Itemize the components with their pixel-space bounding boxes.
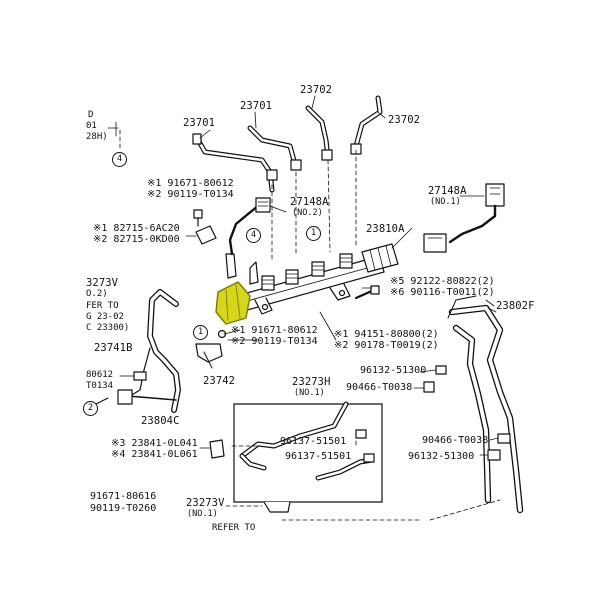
- label-27148a-no2: 27148A: [290, 196, 329, 208]
- clamp-82715: [195, 225, 217, 245]
- fuel-hose-23741b: [129, 289, 181, 413]
- fuel-rail-23810a: [224, 243, 399, 315]
- box-23273h: [231, 401, 383, 503]
- fragment-bottom-refer-to: REFER TO: [212, 523, 256, 533]
- fragment-left-80612: 80612: [86, 370, 114, 380]
- hose-clips-right: [413, 365, 511, 461]
- guide-lines: [119, 129, 357, 263]
- label-23701-a: 23701: [240, 100, 273, 112]
- label-bolt-90119-t0134-mid: ※2 90119-T0134: [231, 336, 318, 347]
- label-23273v: 23273V: [186, 497, 225, 509]
- injection-pipe-23702-b: [350, 95, 383, 155]
- label-27148a-no1-sub: (NO.1): [430, 197, 461, 207]
- hose-23804c: [95, 389, 177, 405]
- clamp-23841: [199, 439, 225, 459]
- harness-27148a-no1: [423, 183, 505, 253]
- bottom-area: [225, 499, 501, 521]
- fragment-left-23300: C 23300): [86, 323, 130, 333]
- rail-bolt-set-5-6: [354, 285, 380, 300]
- pressure-limiter-highlight: [215, 281, 251, 325]
- label-23841-0l061: ※4 23841-0L061: [111, 449, 198, 460]
- fuel-hose-23802f: [447, 295, 524, 514]
- label-bolt-90178: ※2 90178-T0019(2): [334, 340, 439, 351]
- label-96137-51501-b: 96137-51501: [285, 451, 352, 462]
- label-27148a-no2-sub: (NO.2): [292, 208, 323, 218]
- fragment-left-01: 01: [86, 121, 97, 131]
- callout-1-lower: 1: [193, 325, 208, 340]
- label-23810a: 23810A: [366, 223, 405, 235]
- label-90466-t0038-a: 90466-T0038: [346, 382, 413, 393]
- label-91671-80616: 91671-80616: [90, 491, 157, 502]
- label-96137-51501-a: 96137-51501: [280, 436, 347, 447]
- fragment-left-3273v: 3273V: [86, 277, 119, 289]
- injection-pipe-23702-a: [305, 105, 333, 161]
- fragment-left-t0134: T0134: [86, 381, 114, 391]
- label-23273h-sub: (NO.1): [294, 388, 325, 398]
- fragment-left-28h: 28H): [86, 132, 108, 142]
- pipe-leaders: [199, 95, 386, 139]
- callout-4-left: 4: [112, 152, 127, 167]
- callout-2-left: 2: [83, 401, 98, 416]
- label-bolt-90116: ※6 90116-T0011(2): [390, 287, 495, 298]
- bracket-23742: [195, 329, 227, 369]
- injection-pipe-23701-b: [247, 125, 302, 171]
- rail-harness: [225, 197, 271, 285]
- label-23802f: 23802F: [496, 300, 535, 312]
- label-clamp-82715-0kd00: ※2 82715-0KD00: [93, 234, 180, 245]
- fragment-left-23-02: G 23-02: [86, 312, 124, 322]
- label-90119-t0260: 90119-T0260: [90, 503, 157, 514]
- label-96132-51300-a: 96132-51300: [360, 365, 427, 376]
- label-bolt-91671-80612-mid: ※1 91671-80612: [231, 325, 318, 336]
- label-clamp-82715-6ac20: ※1 82715-6AC20: [93, 223, 180, 234]
- label-27148a-no1: 27148A: [428, 185, 467, 197]
- callout-4-rail: 4: [246, 228, 261, 243]
- fragment-left-fer-to: FER TO: [86, 301, 119, 311]
- label-23804c: 23804C: [141, 415, 180, 427]
- label-leaders: [107, 121, 497, 341]
- label-23701-b: 23701: [183, 117, 216, 129]
- label-23273h: 23273H: [292, 376, 331, 388]
- label-bolt-92122: ※5 92122-80822(2): [390, 276, 495, 287]
- label-23742: 23742: [203, 375, 236, 387]
- bolt-left: [119, 371, 147, 381]
- bolt-91671-top: [193, 209, 203, 227]
- label-23273v-sub: (NO.1): [187, 509, 218, 519]
- label-bolt-91671-80612-top: ※1 91671-80612: [147, 178, 234, 189]
- label-bolt-94151: ※1 94151-80800(2): [334, 329, 439, 340]
- callout-1-rail: 1: [306, 226, 321, 241]
- label-90466-t0038-b: 90466-T0038: [422, 435, 489, 446]
- label-96132-51300-b: 96132-51300: [408, 451, 475, 462]
- label-23841-0l041: ※3 23841-0L041: [111, 438, 198, 449]
- fragment-left-d: D: [88, 110, 94, 120]
- label-23702-a: 23702: [300, 84, 333, 96]
- label-23702-b: 23702: [388, 114, 421, 126]
- fragment-left-no2: O.2): [86, 289, 108, 299]
- injection-pipe-23701-a: [192, 133, 278, 193]
- label-bolt-90119-t0134-top: ※2 90119-T0134: [147, 189, 234, 200]
- label-23741b: 23741B: [94, 342, 133, 354]
